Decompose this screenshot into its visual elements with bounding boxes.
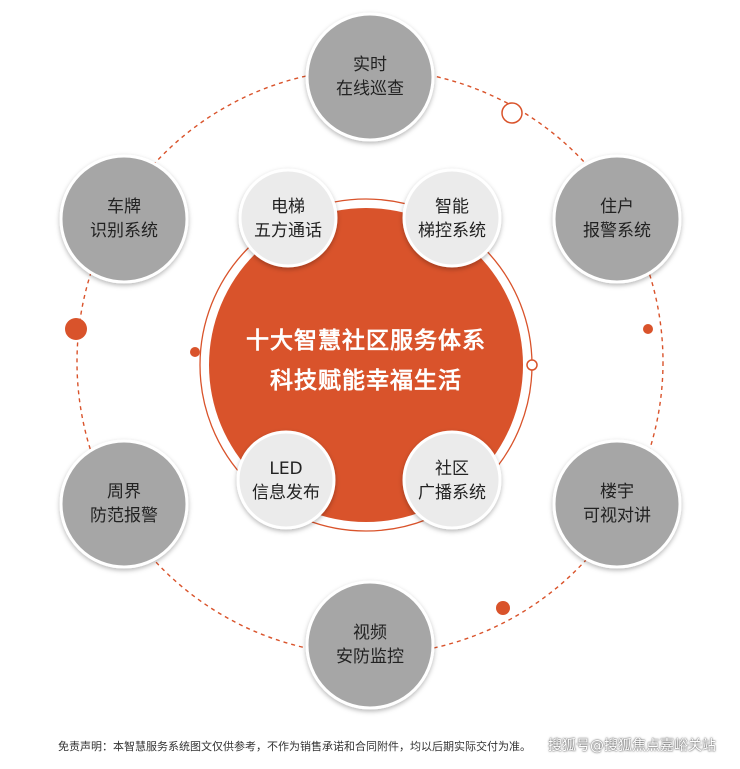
disclaimer-text: 免责声明：本智慧服务系统图文仅供参考，不作为销售承诺和合同附件，均以后期实际交付… — [58, 740, 531, 753]
orbit-dot — [65, 318, 87, 340]
watermark-text: 搜狐号@搜狐焦点嘉峪关站 — [548, 738, 716, 754]
center-subtitle: 科技赋能幸福生活 — [270, 367, 462, 394]
inner-node-community-broadcast: 社区 广播系统 — [402, 430, 502, 530]
svg-text:报警系统: 报警系统 — [583, 221, 651, 241]
outer-node-plate-recognition: 车牌 识别系统 — [59, 154, 189, 284]
center-title: 十大智慧社区服务体系 — [246, 327, 486, 354]
svg-text:住户: 住户 — [600, 197, 634, 217]
svg-text:实时: 实时 — [353, 55, 387, 75]
orbit-dot — [643, 324, 653, 334]
inner-node-elevator-call: 电梯 五方通话 — [238, 168, 338, 268]
outer-node-video-surveillance: 视频 安防监控 — [305, 580, 435, 710]
svg-text:视频: 视频 — [353, 623, 387, 643]
svg-text:识别系统: 识别系统 — [90, 221, 158, 241]
outer-node-video-intercom: 楼宇 可视对讲 — [552, 439, 682, 569]
svg-text:社区: 社区 — [435, 459, 469, 479]
svg-text:可视对讲: 可视对讲 — [583, 506, 651, 526]
svg-text:在线巡查: 在线巡查 — [336, 79, 404, 99]
svg-text:电梯: 电梯 — [271, 197, 305, 217]
center-ring-dot — [190, 347, 200, 357]
orbit-dot — [501, 102, 523, 124]
svg-text:信息发布: 信息发布 — [252, 483, 320, 503]
orbit-ring — [76, 68, 664, 656]
orbit-dot — [496, 601, 510, 615]
svg-text:LED: LED — [269, 459, 302, 479]
svg-text:车牌: 车牌 — [107, 197, 141, 217]
svg-text:五方通话: 五方通话 — [254, 221, 322, 241]
inner-node-elevator-control: 智能 梯控系统 — [402, 168, 502, 268]
svg-text:智能: 智能 — [435, 197, 469, 217]
center-ring-dot — [526, 359, 538, 371]
svg-text:周界: 周界 — [107, 482, 141, 502]
svg-text:梯控系统: 梯控系统 — [418, 221, 486, 241]
svg-text:安防监控: 安防监控 — [336, 647, 404, 667]
outer-node-resident-alarm: 住户 报警系统 — [552, 154, 682, 284]
svg-text:广播系统: 广播系统 — [418, 483, 486, 503]
inner-node-led-info: LED 信息发布 — [236, 430, 336, 530]
svg-text:楼宇: 楼宇 — [600, 482, 634, 502]
svg-text:防范报警: 防范报警 — [90, 506, 158, 526]
outer-node-perimeter-alarm: 周界 防范报警 — [59, 439, 189, 569]
outer-node-realtime-patrol: 实时 在线巡查 — [305, 12, 435, 142]
